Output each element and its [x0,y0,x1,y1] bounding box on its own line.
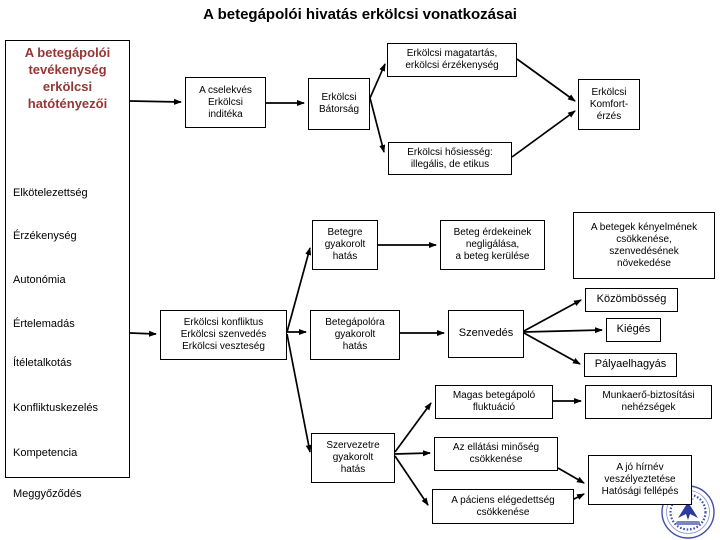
box-erkolcsi-konfliktus: Erkölcsi konfliktus Erkölcsi szenvedés E… [160,310,287,360]
factor-item: Autonómia [13,274,66,286]
box-magas-betegapolo-fluktuacio: Magas betegápoló fluktuáció [435,385,553,419]
factor-item: Konfliktuskezelés [13,402,98,414]
factors-panel-title: A betegápolói tevékenység erkölcsi hatót… [24,45,111,111]
box-betegek-kenyelmenek-csokkenese: A betegek kényelmének csökkenése, szenve… [573,212,715,279]
box-paciens-elegedettseg-csokkenese: A páciens elégedettség csökkenése [432,489,574,524]
box-erkolcsi-magatartas: Erkölcsi magatartás, erkölcsi érzékenysé… [387,43,517,77]
factor-item: Elkötelezettség [13,187,88,199]
factor-item: Értelemadás [13,318,75,330]
box-jo-hirnev-veszelyeztetese: A jó hírnév veszélyeztetése Hatósági fel… [588,455,692,505]
factor-item: Kompetencia [13,447,78,459]
factor-item: Meggyőződés [13,488,82,500]
factor-item: Érzékenység [13,230,77,242]
box-betegapolora-gyakorolt-hatas: Betegápolóra gyakorolt hatás [310,310,400,360]
box-kieges: Kiégés [606,318,661,342]
box-cselekves-erkolcsi-inditeka: A cselekvés Erkölcsi inditéka [185,77,266,128]
box-erkolcsi-komfortezes: Erkölcsi Komfort- érzés [578,79,640,130]
box-kozombosseg: Közömbösség [585,288,678,312]
box-ellatasi-minoseg-csokkenese: Az ellátási minőség csökkenése [434,437,558,471]
box-betegre-gyakorolt-hatas: Betegre gyakorolt hatás [312,220,378,270]
box-szervezetre-gyakorolt-hatas: Szervezetre gyakorolt hatás [311,433,395,483]
box-palyaelhagyas: Pályaelhagyás [584,353,677,377]
page-title: A betegápolói hivatás erkölcsi vonatkozá… [203,6,517,23]
box-erkolcsi-hosiesseg: Erkölcsi hősiesség: illegális, de etikus [388,142,512,175]
factor-item: Ítéletalkotás [13,357,72,369]
box-munkaero-biztositasi-nehezsegek: Munkaerő-biztosítási nehézségek [585,385,712,419]
box-beteg-erdekeinek-negligalasa: Beteg érdekeinek negligálása, a beteg ke… [440,220,545,270]
box-erkolcsi-batorsag: Erkölcsi Bátorság [308,78,370,130]
factors-panel: A betegápolói tevékenység erkölcsi hatót… [5,40,130,500]
box-szenvedes: Szenvedés [448,310,524,358]
